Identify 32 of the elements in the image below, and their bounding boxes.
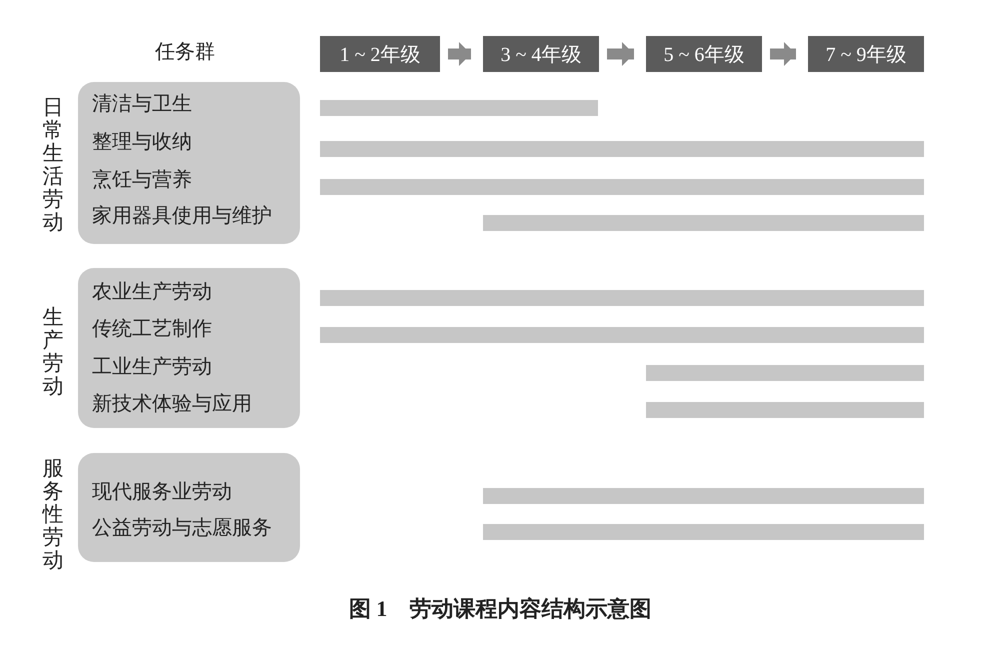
task-label: 烹饪与营养: [92, 168, 192, 192]
category-heading: 生产劳动: [42, 306, 64, 398]
category-heading: 服务性劳动: [42, 457, 64, 572]
task-label: 现代服务业劳动: [92, 480, 232, 504]
bar: [320, 179, 924, 195]
task-label: 整理与收纳: [92, 130, 192, 154]
task-label: 公益劳动与志愿服务: [92, 516, 272, 540]
arrow: [770, 42, 796, 66]
task-label: 工业生产劳动: [92, 355, 212, 379]
task-label: 家用器具使用与维护: [92, 204, 272, 228]
figure-caption: 图 1 劳动课程内容结构示意图: [348, 595, 652, 623]
bar: [646, 365, 924, 381]
arrow: [448, 42, 471, 66]
grade-box: 3 ~ 4年级: [483, 36, 599, 72]
arrow: [607, 42, 634, 66]
bar: [646, 402, 924, 418]
bar: [320, 290, 924, 306]
bar: [483, 488, 924, 504]
task-label: 新技术体验与应用: [92, 392, 252, 416]
bar: [320, 141, 924, 157]
category-heading: 日常生活劳动: [42, 96, 64, 234]
bar: [320, 327, 924, 343]
bar: [483, 215, 924, 231]
bar: [320, 100, 598, 116]
grade-box: 1 ~ 2年级: [320, 36, 440, 72]
grade-box: 5 ~ 6年级: [646, 36, 762, 72]
column-heading: 任务群: [154, 40, 216, 65]
task-label: 清洁与卫生: [92, 92, 192, 116]
task-label: 传统工艺制作: [92, 317, 212, 341]
grade-box: 7 ~ 9年级: [808, 36, 924, 72]
bar: [483, 524, 924, 540]
task-label: 农业生产劳动: [92, 280, 212, 304]
